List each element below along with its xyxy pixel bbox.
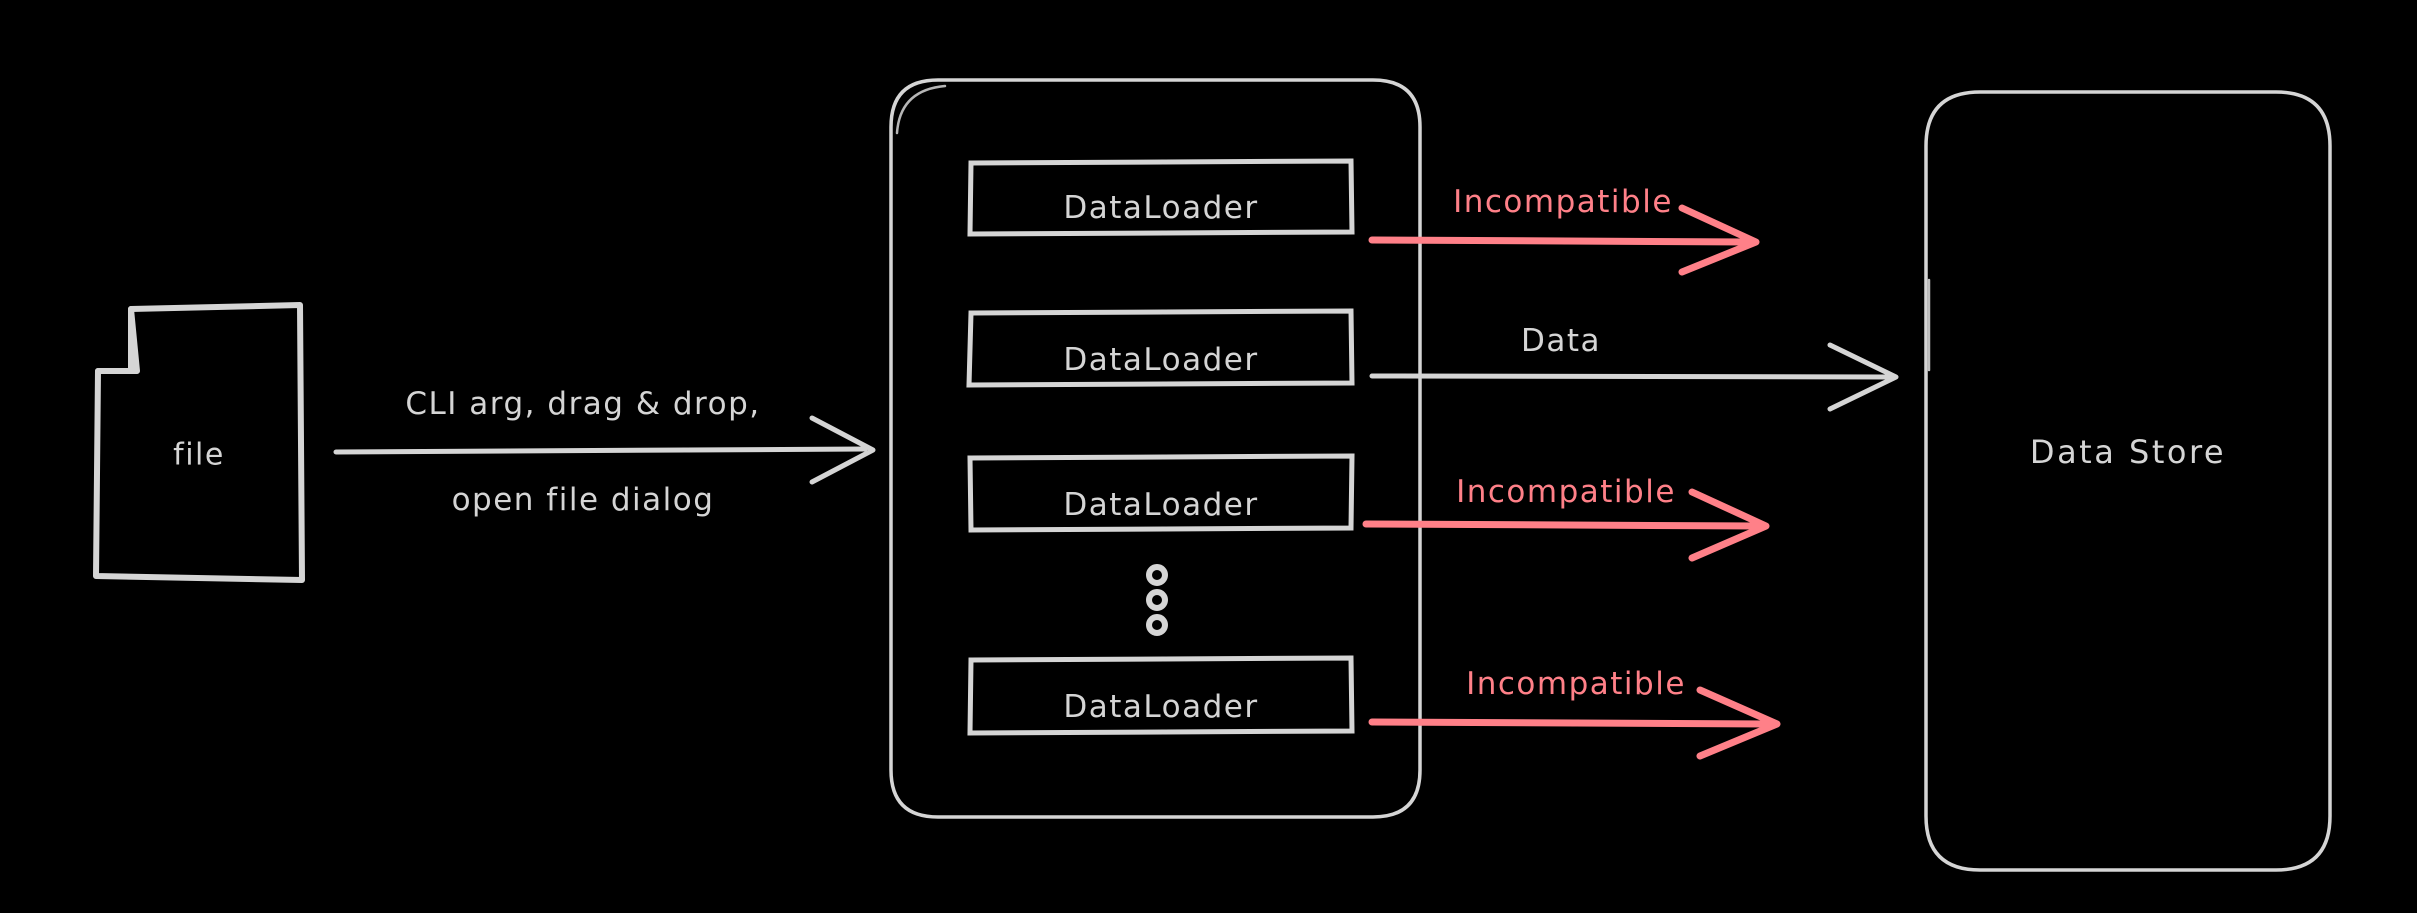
- output-arrow-4: [1368, 686, 1781, 760]
- dataloader-box-2: [966, 308, 1355, 388]
- input-arrow-label-line1: CLI arg, drag & drop,: [405, 386, 761, 422]
- output-arrow-label-2: Data: [1520, 323, 1602, 359]
- input-arrow-label-line2: open file dialog: [451, 482, 715, 518]
- input-arrow: [333, 415, 876, 485]
- output-arrow-label-1: Incompatible: [1453, 184, 1673, 220]
- dataloader-box-1: [967, 158, 1355, 237]
- output-arrow-label-4: Incompatible: [1466, 666, 1686, 702]
- dataloader-group-border: [889, 78, 1422, 819]
- file-node-label: file: [173, 437, 225, 473]
- dataloader-box-4: [967, 655, 1355, 736]
- dataloader-label-4: DataLoader: [1063, 689, 1259, 725]
- dataloader-box-borders: [966, 158, 1355, 736]
- dataloader-label-1: DataLoader: [1063, 190, 1259, 226]
- dataloader-label-2: DataLoader: [1063, 342, 1259, 378]
- file-document-icon: [93, 302, 305, 583]
- output-arrow-3: [1362, 488, 1770, 562]
- vertical-ellipsis-icon: [1146, 564, 1168, 636]
- dataloader-label-3: DataLoader: [1063, 487, 1259, 523]
- data-store-label: Data Store: [2029, 433, 2227, 471]
- output-arrow-1: [1368, 204, 1760, 276]
- data-store-border: [1924, 90, 2332, 872]
- dataloader-box-3: [967, 453, 1355, 533]
- output-arrow-label-3: Incompatible: [1456, 474, 1676, 510]
- output-arrow-2: [1369, 342, 1899, 412]
